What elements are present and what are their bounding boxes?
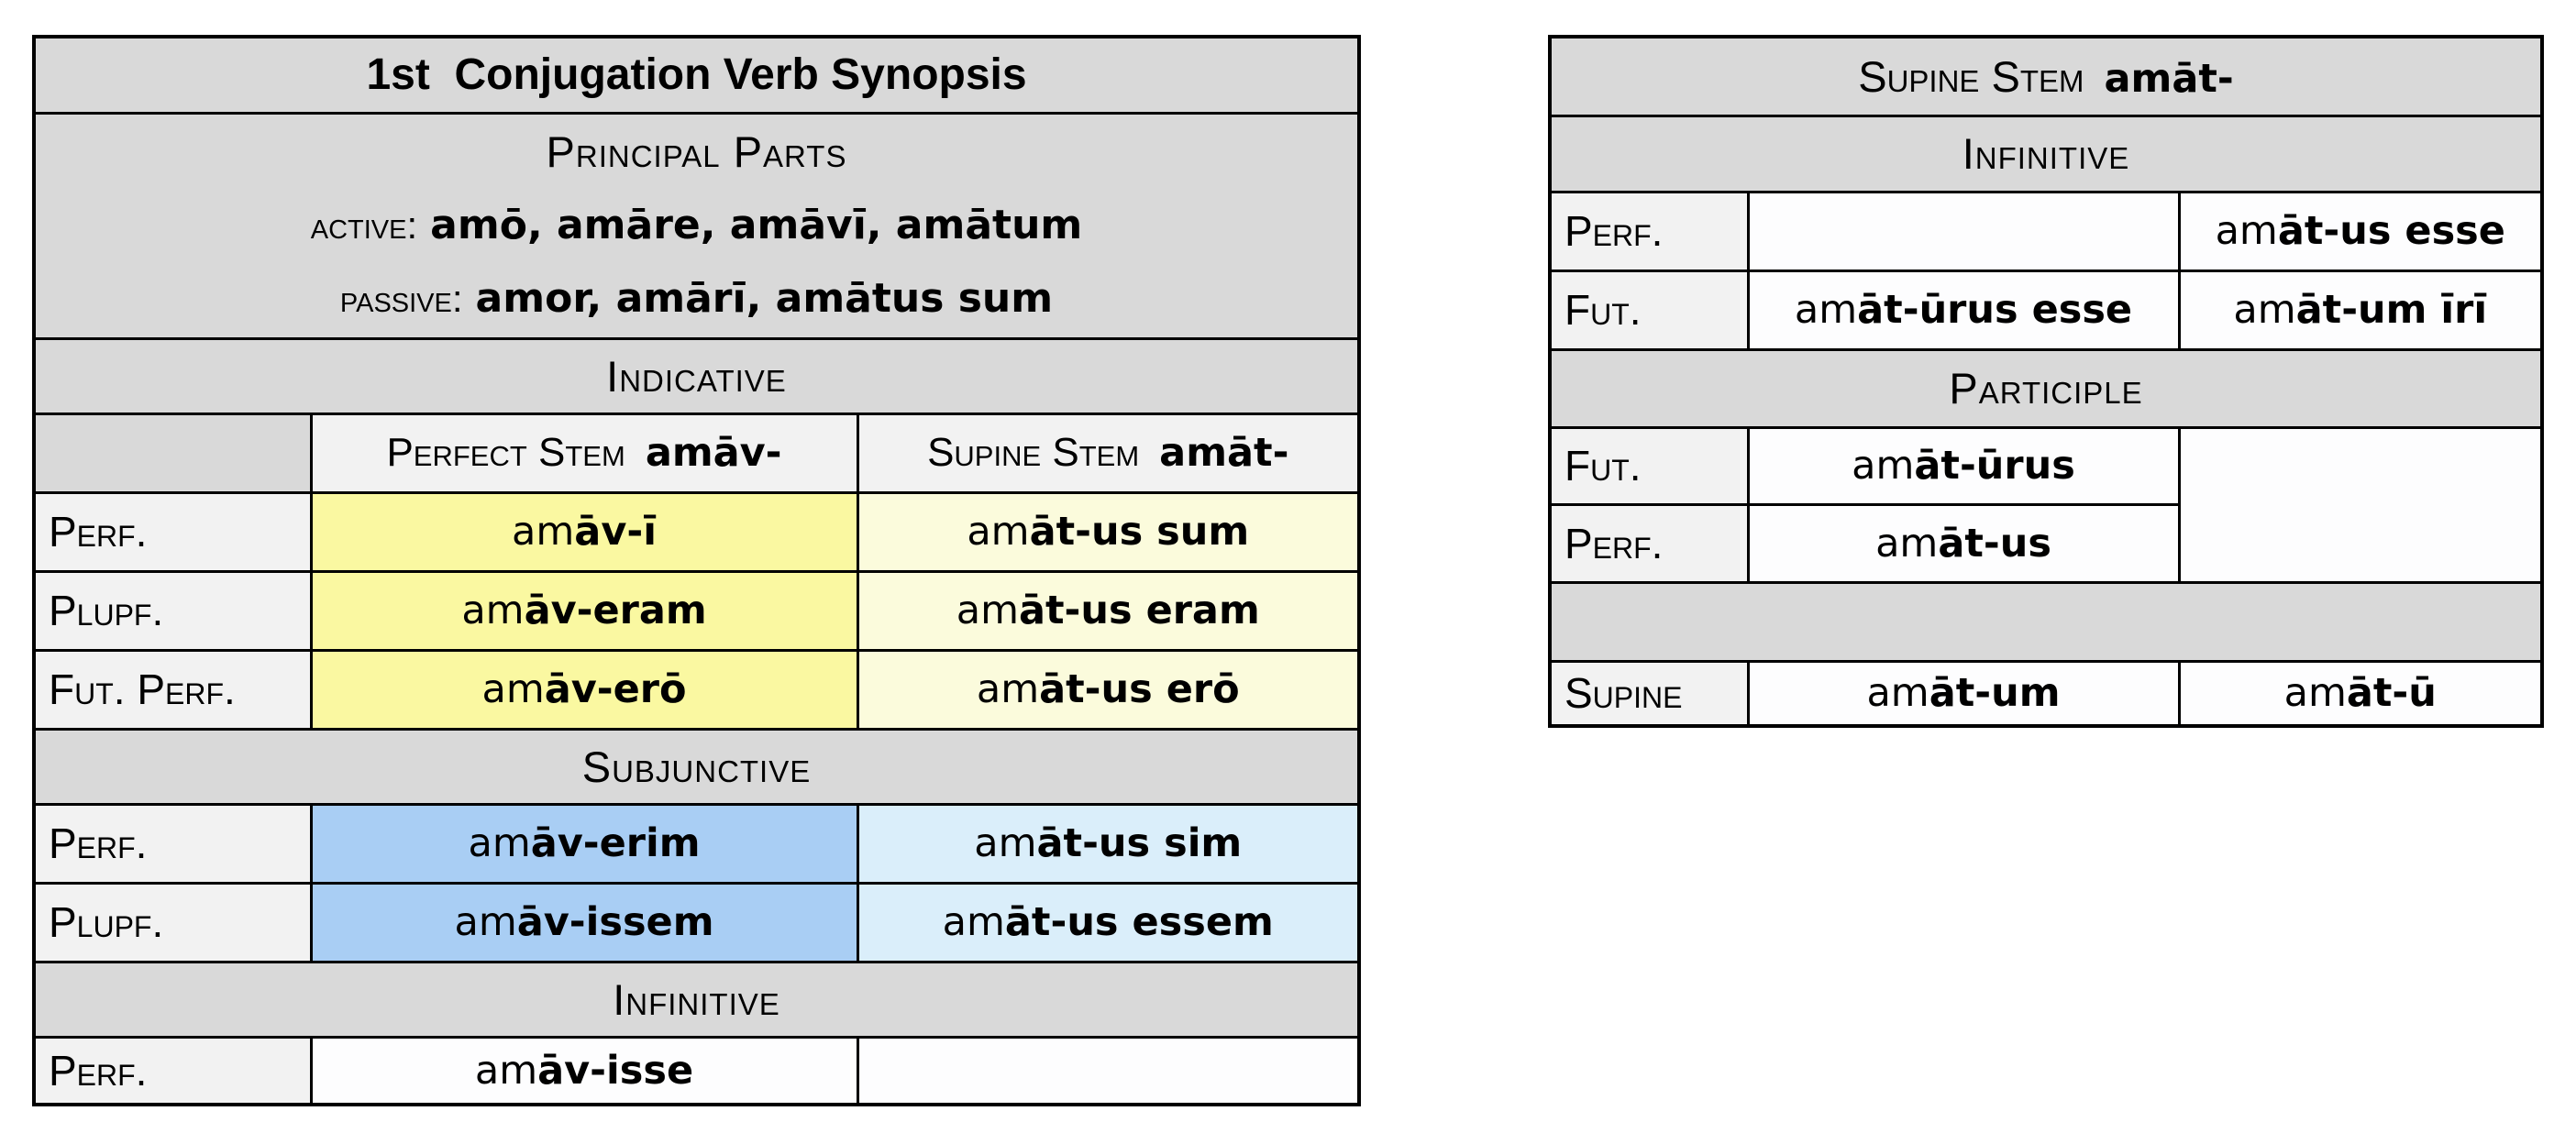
perfect-stem-header: Perfect Stem amāv- [309,412,859,494]
infinitive-section-heading: Infinitive [32,960,1361,1039]
row-label-perf: Perf. [1548,190,1750,272]
form-ending: āv-eram [524,588,707,633]
supine-stem-label: Supine Stem [927,430,1140,475]
form-ending: āt-us esse [2277,208,2505,254]
form-prefix: am [2215,208,2278,254]
form-prefix: am [942,899,1005,945]
row-label-perf: Perf. [32,802,313,885]
form-prefix: am [1852,443,1915,489]
spacer-band [1548,580,2544,663]
form-prefix: am [512,509,575,555]
left-synopsis-table: 1st Conjugation Verb Synopsis Principal … [32,35,1361,1106]
form-ending: āv-issem [516,899,714,945]
cell-indicative-perf-passive: amāt-us sum [856,490,1361,573]
cell-participle-right-empty [2177,425,2544,584]
principal-parts-passive-line: passive: amor, amārī, amātus sum [37,262,1356,336]
cell-subjunctive-plupf-active: amāv-issem [309,881,859,963]
supine-stem-title-label: Supine Stem [1858,51,2084,101]
cell-infinitive-perf-passive-empty [856,1035,1361,1106]
cell-subjunctive-perf-active: amāv-erim [309,802,859,885]
cell-infinitive-perf-active: amāv-isse [309,1035,859,1106]
form-ending: āv-erim [530,820,701,866]
table-title: 1st Conjugation Verb Synopsis [32,35,1361,115]
cell-indicative-plupf-active: amāv-eram [309,569,859,652]
form-ending: āt-us [1938,520,2051,566]
row-label-plupf: Plupf. [32,569,313,652]
cell-indicative-futperf-passive: amāt-us erō [856,648,1361,731]
form-ending: āt-us eram [1018,588,1260,633]
form-prefix: am [967,509,1030,555]
cell-subjunctive-plupf-passive: amāt-us essem [856,881,1361,963]
form-prefix: am [1794,287,1858,333]
cell-infinitive-fut-middle: amāt-ūrus esse [1746,269,2181,351]
form-ending: āv-ī [574,509,657,555]
participle-section-heading: Participle [1548,347,2544,429]
form-prefix: am [454,899,517,945]
form-prefix: am [974,820,1037,866]
cell-indicative-perf-active: amāv-ī [309,490,859,573]
form-prefix: am [481,666,545,712]
row-label-fut: Fut. [1548,269,1750,351]
active-forms: amō, amāre, amāvī, amātum [430,202,1083,248]
form-ending: āt-us sim [1036,820,1243,866]
form-prefix: am [2283,670,2347,717]
passive-label: passive: [339,277,463,320]
cell-infinitive-fut-right: amāt-um īrī [2177,269,2544,351]
form-ending: āt-us essem [1004,899,1274,945]
cell-infinitive-perf-right: amāt-us esse [2177,190,2544,272]
form-prefix: am [956,588,1019,633]
principal-parts-active-line: active: amō, amāre, amāvī, amātum [37,189,1356,262]
form-ending: āt-um [1929,670,2061,717]
row-label-supine: Supine [1548,659,1750,728]
row-label-fut: Fut. [1548,425,1750,506]
form-prefix: am [468,820,531,866]
form-ending: āt-um īrī [2295,287,2488,333]
form-prefix: am [976,666,1040,712]
principal-parts-heading: Principal Parts [546,127,847,176]
perfect-stem-value: amāv- [645,430,782,476]
cell-indicative-futperf-active: amāv-erō [309,648,859,731]
form-ending: āt-ūrus esse [1857,287,2133,333]
form-prefix: am [2233,287,2296,333]
form-prefix: am [461,588,525,633]
supine-stem-title: Supine Stem amāt- [1548,35,2544,117]
passive-forms: amor, amārī, amātus sum [475,275,1054,322]
form-prefix: am [474,1047,538,1094]
cell-supine-middle: amāt-um [1746,659,2181,728]
cell-participle-perf-middle: amāt-us [1746,502,2181,584]
cell-supine-right: amāt-ū [2177,659,2544,728]
row-label-plupf: Plupf. [32,881,313,963]
form-ending: āt-ūrus [1914,443,2075,489]
cell-indicative-plupf-passive: amāt-us eram [856,569,1361,652]
form-ending: āv-isse [537,1047,694,1094]
cell-participle-fut-middle: amāt-ūrus [1746,425,2181,506]
cell-subjunctive-perf-passive: amāt-us sim [856,802,1361,885]
indicative-section-heading: Indicative [32,336,1361,415]
row-label-futperf: Fut. Perf. [32,648,313,731]
cell-infinitive-perf-middle-empty [1746,190,2181,272]
form-ending: āt-us sum [1029,509,1250,555]
infinitive-section-heading: Infinitive [1548,114,2544,193]
perfect-stem-label: Perfect Stem [386,430,625,475]
row-label-perf: Perf. [32,490,313,573]
principal-parts-cell: Principal Parts active: amō, amāre, amāvī… [32,111,1361,340]
form-ending: āv-erō [544,666,687,712]
row-label-perf: Perf. [1548,502,1750,584]
supine-stem-header: Supine Stem amāt- [856,412,1361,494]
supine-stem-title-value: amāt- [2104,55,2234,102]
form-prefix: am [1866,670,1929,717]
stems-corner-cell [32,412,313,494]
supine-stem-value: amāt- [1159,430,1289,476]
form-prefix: am [1875,520,1939,566]
subjunctive-section-heading: Subjunctive [32,727,1361,806]
form-ending: āt-ū [2346,670,2437,717]
form-ending: āt-us erō [1039,666,1240,712]
active-label: active: [310,204,418,247]
row-label-perf: Perf. [32,1035,313,1106]
